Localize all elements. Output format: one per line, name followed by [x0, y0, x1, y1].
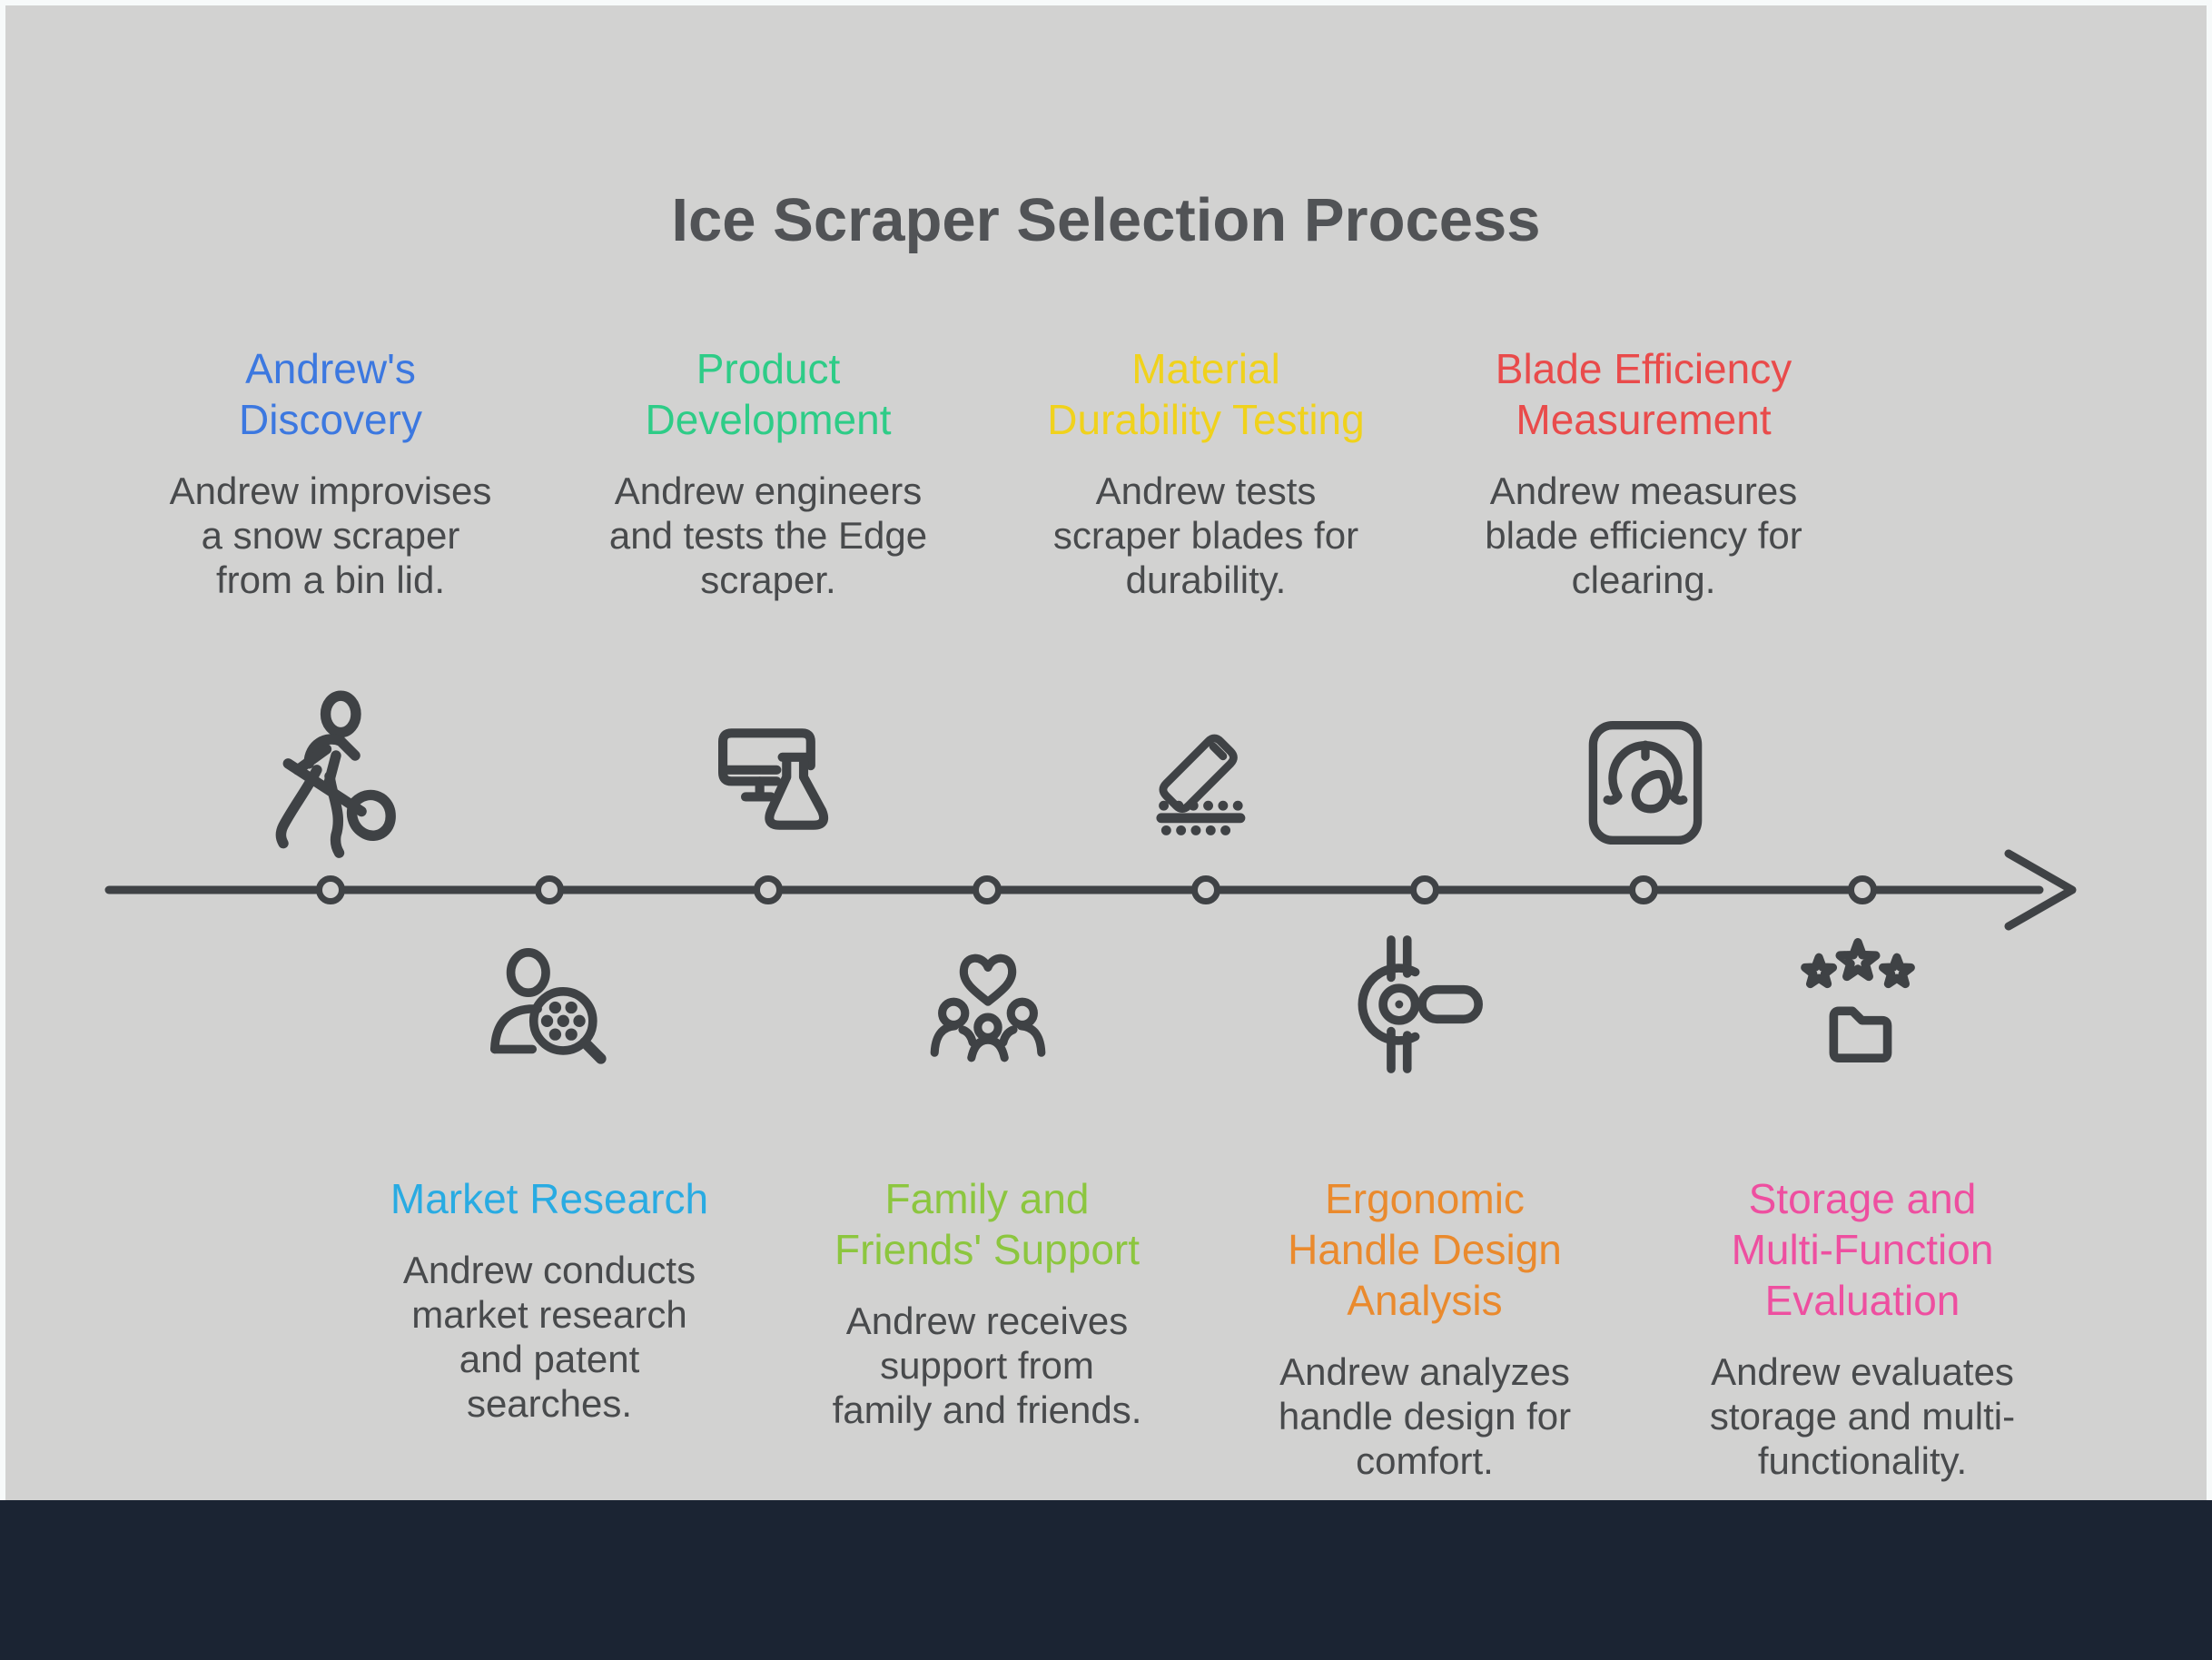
step-4-block: Family and Friends' Support Andrew recei…: [787, 1173, 1187, 1432]
step-6-block: Ergonomic Handle Design Analysis Andrew …: [1225, 1173, 1624, 1483]
person-shoveling-icon: [256, 690, 416, 874]
timeline-node: [1629, 875, 1658, 904]
step-title: Ergonomic Handle Design Analysis: [1288, 1175, 1562, 1324]
step-title: Product Development: [645, 345, 892, 443]
step-description: Andrew improvises a snow scraper from a …: [169, 469, 492, 601]
timeline-node: [1848, 875, 1877, 904]
stars-folder-icon: [1791, 932, 1925, 1072]
step-7-block: Blade Efficiency Measurement Andrew meas…: [1444, 343, 1843, 602]
step-description: Andrew tests scraper blades for durabili…: [1052, 469, 1359, 601]
ergonomic-handle-icon: [1355, 930, 1489, 1079]
step-1-block: Andrew's Discovery Andrew improvises a s…: [131, 343, 530, 602]
step-8-block: Storage and Multi-Function Evaluation An…: [1663, 1173, 2062, 1483]
step-description: Andrew measures blade efficiency for cle…: [1485, 469, 1802, 601]
step-description: Andrew evaluates storage and multi- func…: [1709, 1350, 2016, 1482]
step-title: Family and Friends' Support: [834, 1175, 1141, 1273]
person-magnifier-icon: [481, 941, 616, 1077]
step-description: Andrew receives support from family and …: [832, 1299, 1142, 1431]
timeline-node: [754, 875, 783, 904]
timeline-node: [535, 875, 564, 904]
family-heart-icon: [924, 932, 1052, 1077]
step-title: Andrew's Discovery: [239, 345, 422, 443]
step-description: Andrew analyzes handle design for comfor…: [1278, 1350, 1572, 1482]
step-title: Blade Efficiency Measurement: [1495, 345, 1792, 443]
step-3-block: Product Development Andrew engineers and…: [568, 343, 968, 602]
monitor-flask-icon: [697, 708, 839, 863]
step-title: Material Durability Testing: [1047, 345, 1365, 443]
timeline-node: [973, 875, 1002, 904]
step-description: Andrew engineers and tests the Edge scra…: [608, 469, 928, 601]
timeline-arrowhead-icon: [2004, 849, 2077, 931]
page-title: Ice Scraper Selection Process: [671, 186, 1541, 254]
timeline-node: [1191, 875, 1220, 904]
blade-ice-icon: [1151, 710, 1275, 852]
step-2-block: Market Research Andrew conducts market r…: [350, 1173, 749, 1426]
step-description: Andrew conducts market research and pate…: [402, 1249, 696, 1425]
step-title: Market Research: [390, 1175, 709, 1222]
step-5-block: Material Durability Testing Andrew tests…: [1006, 343, 1406, 602]
timeline-node: [1410, 875, 1439, 904]
canvas-background: [5, 5, 2207, 1500]
timeline: [104, 849, 2077, 931]
timeline-node: [316, 875, 345, 904]
gauge-icon: [1580, 712, 1711, 854]
footer-bar: [0, 1500, 2212, 1660]
step-title: Storage and Multi-Function Evaluation: [1731, 1175, 1994, 1324]
